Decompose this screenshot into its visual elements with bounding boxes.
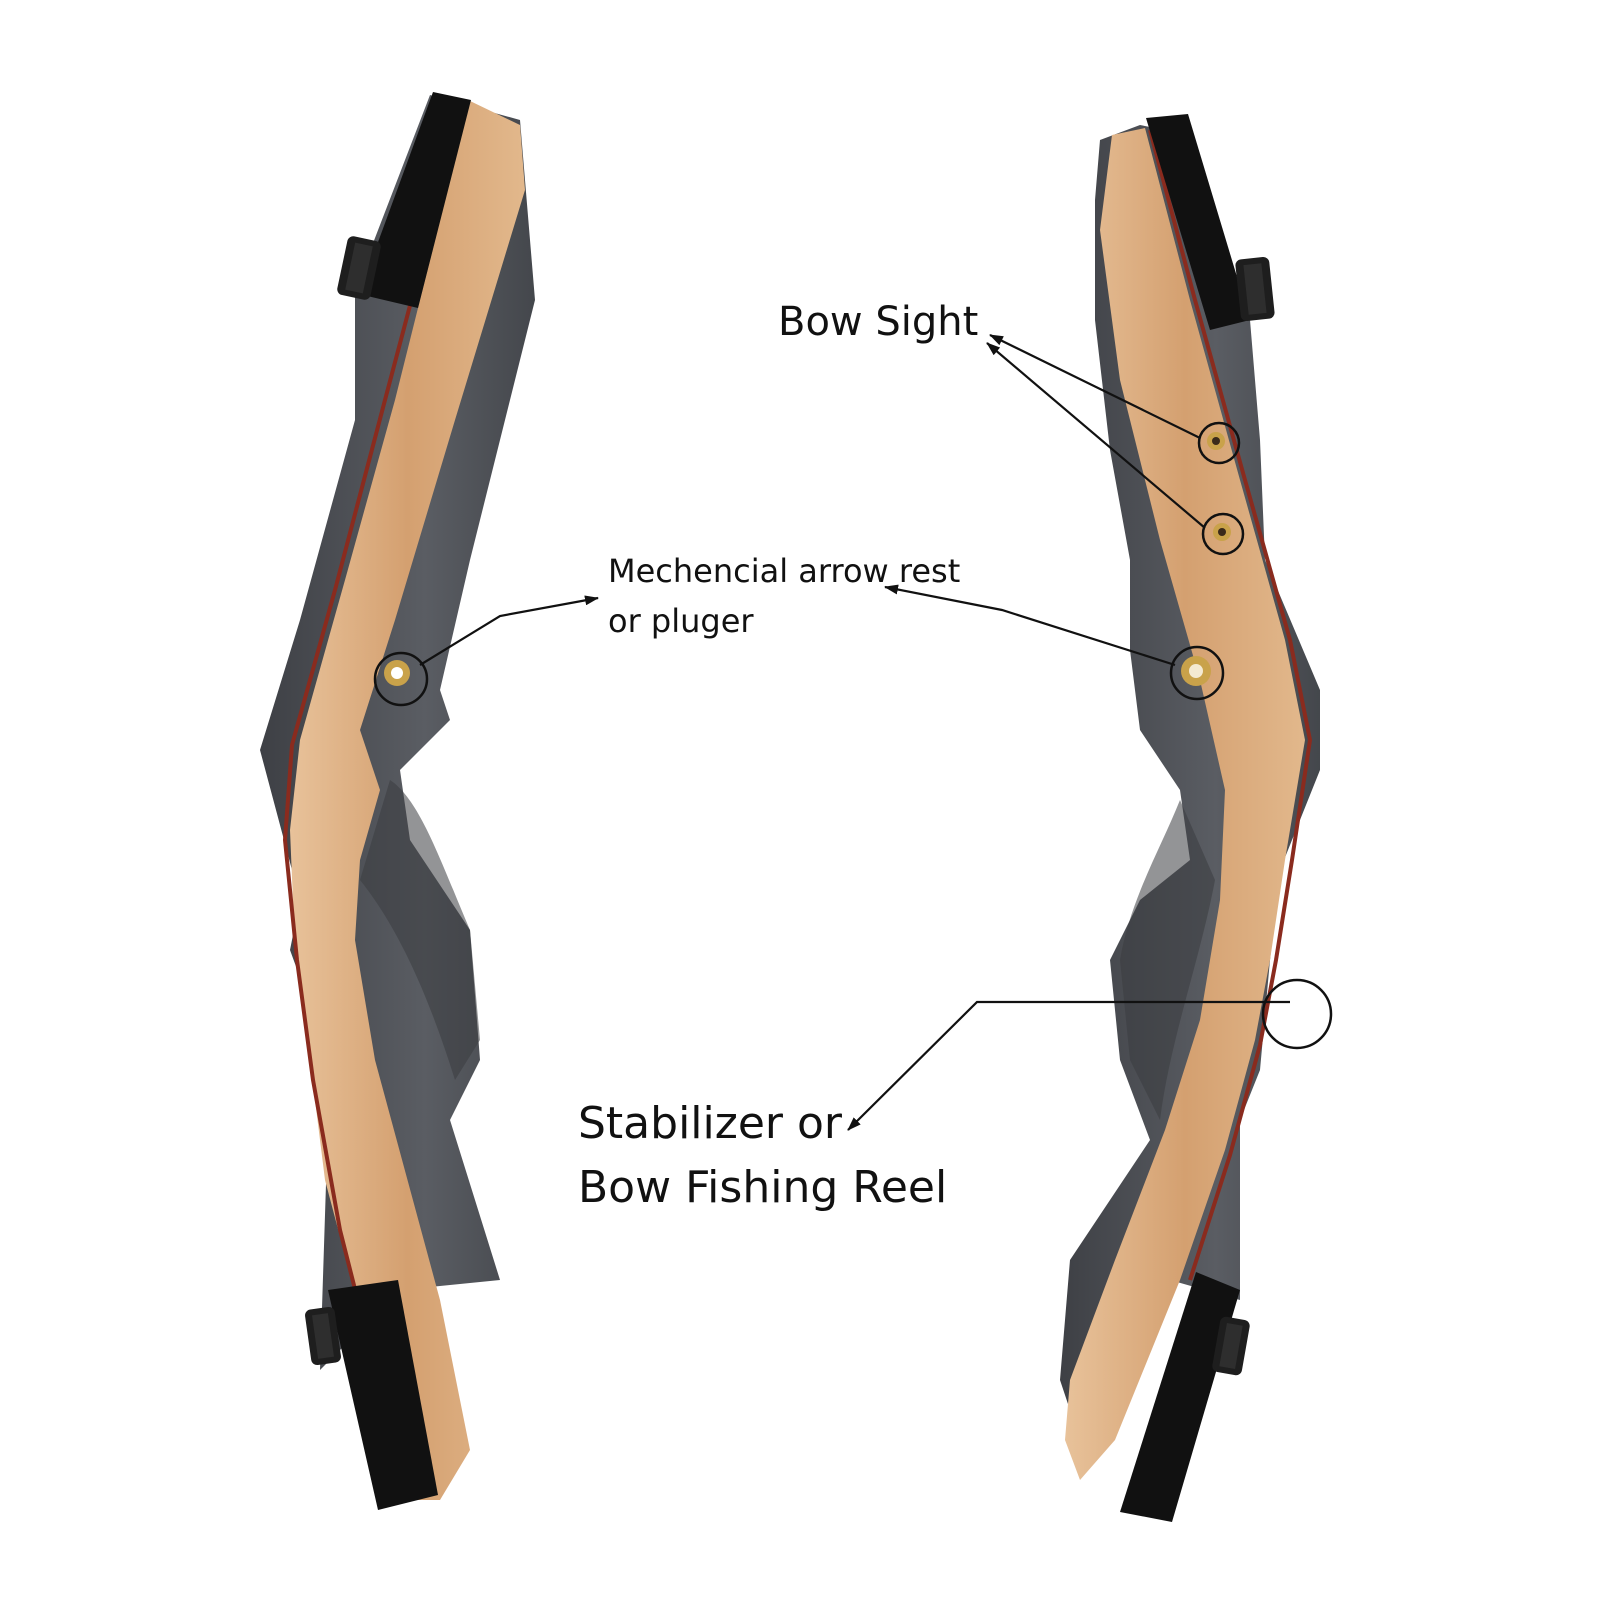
bow-sight-arrow-lower bbox=[986, 342, 1206, 529]
left-top-knob-icon bbox=[337, 236, 381, 300]
arrow-rest-leader-left bbox=[419, 595, 599, 666]
stabilizer-label-line2: Bow Fishing Reel bbox=[578, 1162, 948, 1213]
bow-sight-label: Bow Sight bbox=[778, 299, 979, 345]
right-riser-grip bbox=[1120, 800, 1215, 1120]
right-bottom-limb-pad bbox=[1120, 1272, 1240, 1522]
left-bottom-knob-icon bbox=[305, 1306, 341, 1366]
arrow-rest-leader-right bbox=[884, 584, 1176, 667]
annotation-marks bbox=[373, 334, 1333, 1131]
right-arrow-rest-insert-icon bbox=[1181, 656, 1211, 686]
left-riser-light-wood bbox=[290, 100, 525, 1500]
arrow-rest-label: Mechencial arrow rest or pluger bbox=[608, 546, 960, 646]
right-sight-upper-highlight-circle bbox=[1197, 421, 1241, 465]
right-riser-dark-wood bbox=[1060, 125, 1320, 1440]
left-riser-accent-stripe bbox=[282, 109, 460, 1496]
arrow-rest-label-line2: or pluger bbox=[608, 602, 754, 640]
left-riser bbox=[260, 92, 535, 1510]
right-top-knob-icon bbox=[1235, 256, 1275, 322]
stabilizer-label: Stabilizer or Bow Fishing Reel bbox=[578, 1092, 947, 1220]
right-top-limb-pad bbox=[1146, 114, 1250, 330]
right-arrow-rest-highlight-circle bbox=[1169, 645, 1225, 701]
stabilizer-label-line1: Stabilizer or bbox=[578, 1098, 842, 1149]
left-arrow-rest-highlight-circle bbox=[373, 651, 429, 707]
stabilizer-leader bbox=[847, 1000, 1290, 1131]
right-sight-lower-highlight-circle bbox=[1201, 512, 1245, 556]
right-sight-insert-lower-icon bbox=[1213, 523, 1231, 541]
left-arrow-rest-insert-icon bbox=[384, 660, 410, 686]
left-bottom-limb-pad bbox=[328, 1280, 438, 1510]
right-sight-insert-upper-icon bbox=[1207, 432, 1225, 450]
arrow-rest-label-line1: Mechencial arrow rest bbox=[608, 552, 961, 590]
right-riser bbox=[1060, 114, 1320, 1522]
right-riser-light-wood bbox=[1065, 128, 1305, 1480]
right-riser-accent-stripe bbox=[1148, 129, 1313, 1281]
left-riser-grip bbox=[360, 780, 480, 1080]
left-top-limb-pad bbox=[359, 92, 471, 308]
stabilizer-highlight-circle bbox=[1261, 978, 1333, 1050]
bow-sight-arrow-upper bbox=[989, 334, 1201, 439]
right-bottom-knob-icon bbox=[1212, 1316, 1250, 1376]
